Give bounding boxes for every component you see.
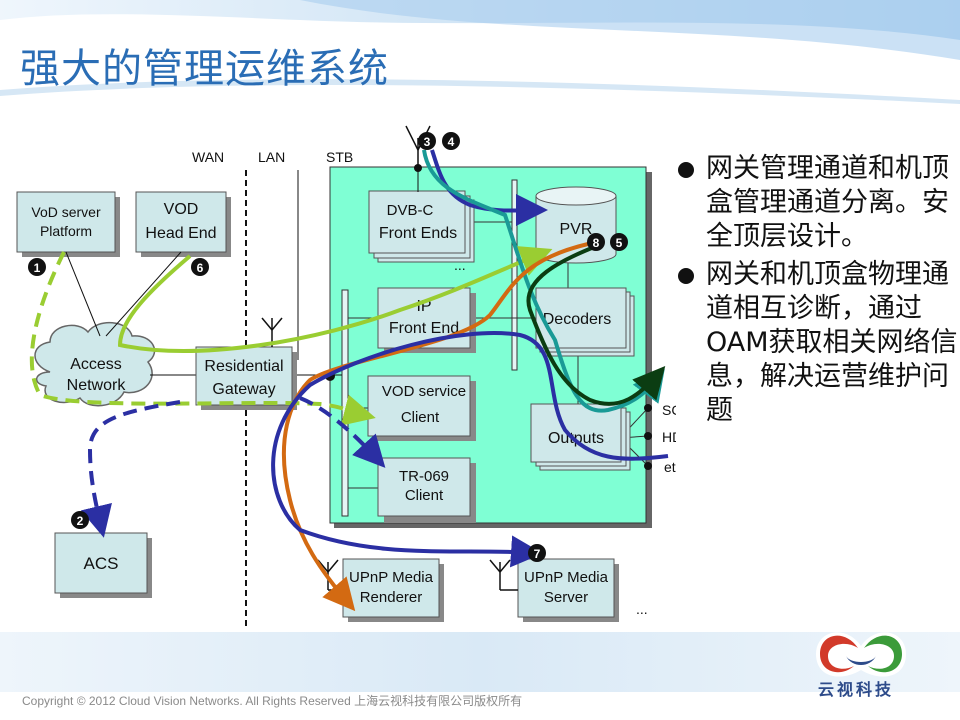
svg-text:Client: Client [401,409,440,426]
svg-text:Decoders: Decoders [543,311,611,328]
company-logo-icon [816,632,906,677]
flow-7-blue [271,331,669,568]
marker-8: 8 [587,233,605,251]
bullet-item: 网关管理通道和机顶盒管理通道分离。安全顶层设计。 [676,152,960,254]
vod-client-box: VOD service Client [367,375,476,441]
vod-server-box: VoD server Platform [16,191,120,257]
svg-text:Renderer: Renderer [360,589,423,606]
svg-text:VOD service: VOD service [382,383,466,400]
marker-4: 4 [442,132,460,150]
slide-title: 强大的管理运维系统 [20,46,389,92]
svg-text:Front End: Front End [389,320,459,337]
bullet-text: 网关管理通道和机顶盒管理通道分离。安全顶层设计。 [706,153,949,252]
svg-text:7: 7 [534,547,541,561]
marker-2: 2 [71,511,89,529]
flow-4-dvb-to-pvr [430,149,548,227]
decoders-box: Decoders [535,287,635,357]
svg-text:Server: Server [544,589,588,606]
zone-lan-label: LAN [258,149,285,165]
tr069-box: TR-069 Client [377,457,476,523]
svg-text:4: 4 [448,135,455,149]
svg-text:Gateway: Gateway [212,381,275,398]
pvr-cylinder: PVR [535,186,617,264]
logo-text: 云视科技 [818,680,895,699]
ip-frontend-box: IP Front End [377,287,476,353]
svg-text:3: 3 [424,135,431,149]
footer-band [0,632,960,692]
svg-text:UPnP Media: UPnP Media [524,569,609,586]
marker-7: 7 [528,544,546,562]
access-network-cloud: Access Network [34,322,156,407]
svg-text:1: 1 [34,261,41,275]
acs-box: ACS [54,532,152,598]
marker-5: 5 [610,233,628,251]
svg-text:Front Ends: Front Ends [379,225,457,242]
svg-text:VOD: VOD [164,201,199,218]
marker-6: 6 [191,258,209,276]
flow-1-vod-platform [29,251,376,426]
svg-text:ACS: ACS [84,554,119,573]
flow-5-pvr-to-outputs [526,242,666,406]
svg-text:Head End: Head End [145,225,216,242]
stb-bus [341,289,349,517]
zone-stb-label: STB [326,149,353,165]
bullet-item: 网关和机顶盒物理通道相互诊断，通过OAM获取相关网络信息，解决运营维护问题 [676,258,960,428]
dvbc-ellipsis: ... [454,257,466,273]
svg-text:Client: Client [405,487,444,504]
svg-text:Platform: Platform [40,223,92,239]
svg-text:Residential: Residential [204,358,283,375]
svg-text:2: 2 [77,514,84,528]
zone-wan-label: WAN [192,149,224,165]
svg-text:UPnP Media: UPnP Media [349,569,434,586]
svg-text:8: 8 [593,236,600,250]
bullet-dot-icon [678,268,694,284]
header-swoosh [0,0,960,104]
upnp-renderer-box: UPnP Media Renderer [342,558,444,622]
svg-text:DVB-C: DVB-C [387,202,434,219]
output-scart-label: SCART [662,402,676,418]
upnp-ellipsis: ... [636,601,648,617]
vod-headend-box: VOD Head End [135,191,231,257]
flow-6-vod-headend [117,246,553,353]
upnp-server-box: UPnP Media Server [517,558,619,622]
copyright-text: Copyright © 2012 Cloud Vision Networks. … [22,694,523,708]
network-diagram: WAN LAN STB VoD server Platform [16,125,676,630]
svg-text:5: 5 [616,236,623,250]
bullet-dot-icon [678,162,694,178]
bullet-text: 网关和机顶盒物理通道相互诊断，通过OAM获取相关网络信息，解决运营维护问题 [706,259,958,426]
upnp-renderer-antenna-icon [317,559,343,591]
svg-text:6: 6 [197,261,204,275]
dvbc-box: DVB-C Front Ends [368,190,475,263]
bullet-list: 网关管理通道和机顶盒管理通道分离。安全顶层设计。 网关和机顶盒物理通道相互诊断，… [676,152,960,432]
flow-2-acs [80,400,181,538]
upnp-server-antenna-icon [489,559,518,591]
flow-3-dvb-to-outputs [422,149,665,413]
svg-text:Network: Network [67,377,127,394]
marker-3: 3 [418,132,436,150]
residential-gateway-box: Residential Gateway [195,346,297,410]
flow-tr069 [299,396,386,468]
svg-text:PVR: PVR [560,221,593,238]
svg-text:TR-069: TR-069 [399,468,449,485]
svg-text:Access: Access [70,356,122,373]
output-etc-label: etc [664,459,676,475]
output-hdmi-label: HDMI [662,429,676,445]
svg-text:VoD server: VoD server [31,204,101,220]
outputs-box: Outputs [530,403,631,471]
marker-1: 1 [28,258,46,276]
